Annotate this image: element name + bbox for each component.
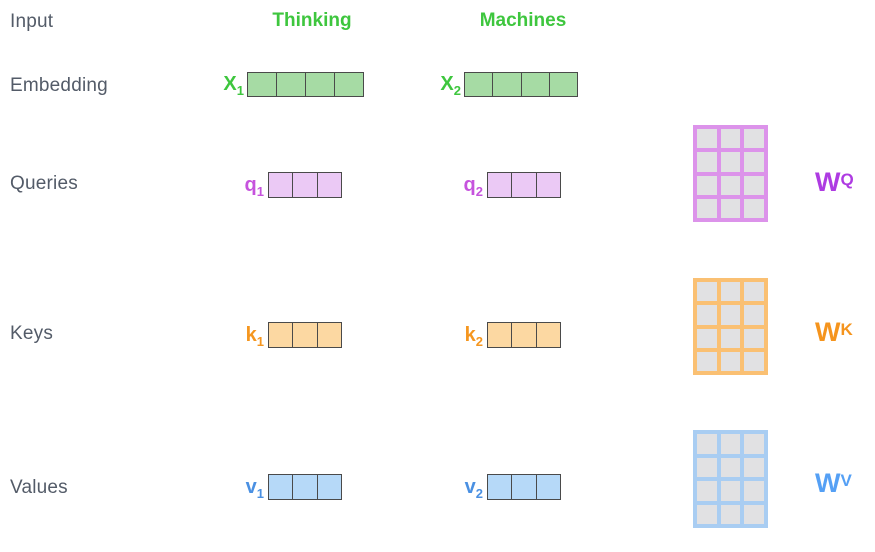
cell xyxy=(744,434,764,454)
w-label-wk: WK xyxy=(815,317,853,347)
cell xyxy=(535,323,560,347)
cell xyxy=(492,73,521,96)
value-vector-v1 xyxy=(268,474,342,500)
cell xyxy=(720,282,741,302)
vector-label-v2: v2 xyxy=(464,476,483,501)
cell xyxy=(697,282,717,302)
cell xyxy=(744,198,764,218)
vector-label-q1: q1 xyxy=(244,174,264,199)
cell xyxy=(697,434,717,454)
weight-matrix-wv xyxy=(693,430,768,528)
cell xyxy=(720,504,741,524)
vector-label-v1: v1 xyxy=(245,476,264,501)
cell xyxy=(720,129,741,149)
cell xyxy=(535,173,560,197)
vector-label-q2: q2 xyxy=(463,174,483,199)
row-label-embedding: Embedding xyxy=(10,75,108,96)
cell xyxy=(465,73,493,96)
cell xyxy=(744,305,764,325)
vector-label-x2: X2 xyxy=(440,73,461,98)
cell xyxy=(316,475,341,499)
w-label-wq: WQ xyxy=(815,167,854,197)
key-vector-k1 xyxy=(268,322,342,348)
cell xyxy=(316,323,341,347)
row-label-values: Values xyxy=(10,477,68,498)
cell xyxy=(697,175,717,195)
cell xyxy=(269,475,293,499)
cell xyxy=(276,73,305,96)
w-label-wv: WV xyxy=(815,468,852,498)
cell xyxy=(697,328,717,348)
key-vector-k2 xyxy=(487,322,561,348)
embedding-vector-x1 xyxy=(247,72,364,97)
cell xyxy=(548,73,577,96)
cell xyxy=(334,73,363,96)
query-vector-q1 xyxy=(268,172,342,198)
cell xyxy=(697,504,717,524)
cell xyxy=(744,175,764,195)
cell xyxy=(488,475,512,499)
token-thinking: Thinking xyxy=(272,10,352,31)
row-label-queries: Queries xyxy=(10,173,78,194)
row-label-input: Input xyxy=(10,11,54,32)
cell xyxy=(744,457,764,477)
cell xyxy=(292,173,317,197)
cell xyxy=(720,175,741,195)
value-vector-v2 xyxy=(487,474,561,500)
cell xyxy=(697,351,717,371)
cell xyxy=(511,475,536,499)
cell xyxy=(535,475,560,499)
cell xyxy=(744,129,764,149)
cell xyxy=(744,504,764,524)
cell xyxy=(720,198,741,218)
vector-label-k1: k1 xyxy=(245,324,264,349)
cell xyxy=(316,173,341,197)
vector-label-x1: X1 xyxy=(223,73,244,98)
cell xyxy=(720,328,741,348)
cell xyxy=(511,173,536,197)
cell xyxy=(520,73,549,96)
cell xyxy=(744,282,764,302)
cell xyxy=(720,351,741,371)
cell xyxy=(269,323,293,347)
cell xyxy=(697,129,717,149)
cell xyxy=(248,73,276,96)
cell xyxy=(744,152,764,172)
cell xyxy=(744,351,764,371)
cell xyxy=(697,305,717,325)
cell xyxy=(269,173,293,197)
cell xyxy=(292,323,317,347)
cell xyxy=(305,73,334,96)
cell xyxy=(697,198,717,218)
cell xyxy=(697,457,717,477)
cell xyxy=(720,457,741,477)
cell xyxy=(744,328,764,348)
cell xyxy=(488,323,512,347)
cell xyxy=(720,481,741,501)
row-label-keys: Keys xyxy=(10,323,54,344)
embedding-vector-x2 xyxy=(464,72,578,97)
cell xyxy=(697,152,717,172)
cell xyxy=(744,481,764,501)
vector-label-k2: k2 xyxy=(464,324,483,349)
cell xyxy=(697,481,717,501)
cell xyxy=(488,173,512,197)
weight-matrix-wk xyxy=(693,278,768,375)
cell xyxy=(720,152,741,172)
cell xyxy=(511,323,536,347)
cell xyxy=(292,475,317,499)
cell xyxy=(720,434,741,454)
weight-matrix-wq xyxy=(693,125,768,222)
token-machines: Machines xyxy=(479,10,567,31)
cell xyxy=(720,305,741,325)
query-vector-q2 xyxy=(487,172,561,198)
